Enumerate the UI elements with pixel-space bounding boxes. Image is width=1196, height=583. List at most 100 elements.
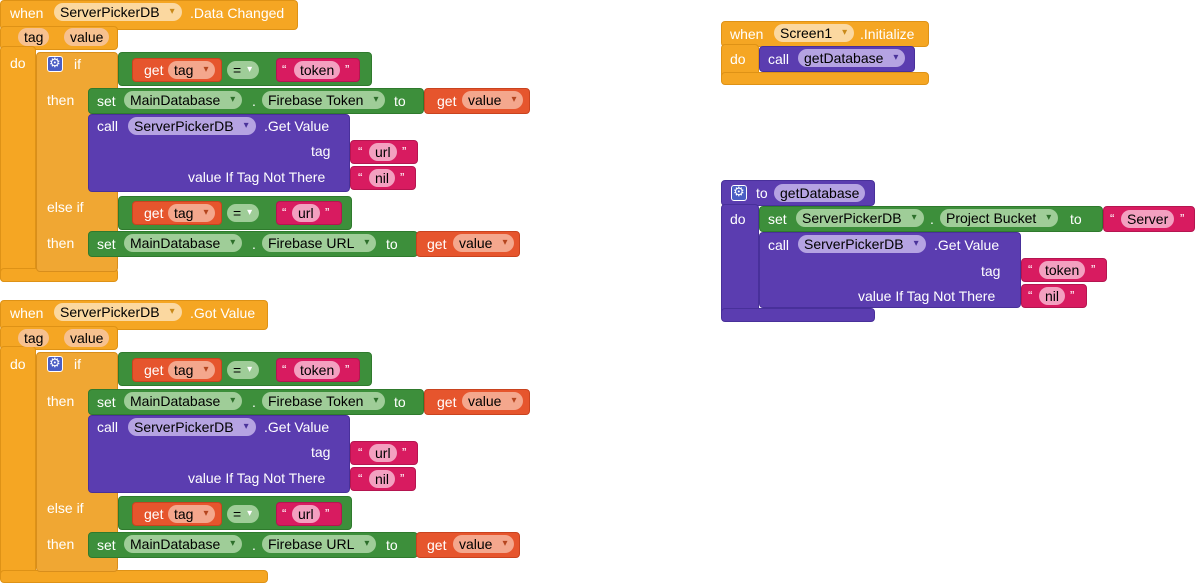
component-dropdown[interactable]: ServerPickerDB — [128, 117, 256, 135]
component-dropdown[interactable]: MainDatabase — [124, 234, 243, 252]
component-dropdown[interactable]: Screen1 — [774, 24, 855, 42]
text-value[interactable]: url — [369, 444, 397, 462]
open-quote: “ — [282, 506, 287, 521]
arg-label-default: value If Tag Not There — [188, 470, 326, 486]
component-dropdown[interactable]: ServerPickerDB — [54, 303, 182, 321]
method-name: .Get Value — [264, 118, 330, 134]
param-tag[interactable]: tag — [18, 329, 50, 347]
close-quote: ” — [1180, 211, 1185, 226]
operator-dropdown[interactable]: = — [227, 361, 260, 379]
event-do-spine — [0, 346, 36, 582]
open-quote: “ — [358, 471, 363, 486]
set-label: set — [97, 537, 116, 553]
else-if-label: else if — [47, 199, 84, 215]
variable-dropdown[interactable]: value — [462, 91, 524, 109]
param-value[interactable]: value — [64, 28, 110, 46]
set-label: set — [97, 93, 116, 109]
close-quote: ” — [345, 62, 350, 77]
text-value[interactable]: token — [1039, 261, 1086, 279]
property-dropdown[interactable]: Firebase URL — [262, 535, 377, 553]
when-label: when — [10, 5, 44, 21]
event-footer — [721, 72, 929, 85]
do-label: do — [730, 211, 746, 227]
when-label: when — [10, 305, 44, 321]
get-label: get — [427, 537, 447, 553]
event-do-spine — [0, 46, 36, 282]
arg-label-tag: tag — [311, 143, 331, 159]
get-label: get — [437, 394, 457, 410]
arg-label-tag: tag — [981, 263, 1001, 279]
if-label: if — [74, 56, 81, 72]
operator-dropdown[interactable]: = — [227, 204, 260, 222]
variable-dropdown[interactable]: tag — [168, 361, 216, 379]
to-label: to — [756, 185, 768, 201]
dot-label: . — [252, 537, 256, 553]
method-name: .Get Value — [934, 237, 1000, 253]
text-value[interactable]: nil — [369, 470, 396, 488]
text-value[interactable]: token — [294, 61, 341, 79]
variable-dropdown[interactable]: value — [453, 535, 515, 553]
to-label: to — [386, 537, 398, 553]
call-label: call — [97, 419, 119, 435]
component-dropdown[interactable]: ServerPickerDB — [54, 3, 182, 21]
property-dropdown[interactable]: Firebase URL — [262, 234, 377, 252]
property-dropdown[interactable]: Firebase Token — [262, 91, 386, 109]
arg-label-tag: tag — [311, 444, 331, 460]
text-value[interactable]: url — [369, 143, 397, 161]
variable-dropdown[interactable]: value — [462, 392, 524, 410]
text-value[interactable]: url — [292, 204, 320, 222]
do-label: do — [10, 356, 26, 372]
open-quote: “ — [358, 144, 363, 159]
procedure-do-spine — [721, 204, 759, 320]
text-value[interactable]: Server — [1121, 210, 1175, 228]
to-label: to — [394, 394, 406, 410]
open-quote: “ — [282, 62, 287, 77]
dot-label: . — [252, 236, 256, 252]
operator-dropdown[interactable]: = — [227, 61, 260, 79]
operator-dropdown[interactable]: = — [227, 505, 260, 523]
gear-icon[interactable] — [47, 55, 63, 72]
gear-icon[interactable] — [731, 184, 747, 201]
open-quote: “ — [1028, 288, 1033, 303]
component-dropdown[interactable]: ServerPickerDB — [798, 235, 926, 253]
arg-label-default: value If Tag Not There — [858, 288, 996, 304]
get-label: get — [144, 62, 164, 78]
close-quote: ” — [345, 362, 350, 377]
component-dropdown[interactable]: ServerPickerDB — [128, 418, 256, 436]
open-quote: “ — [282, 362, 287, 377]
procedure-name-field[interactable]: getDatabase — [774, 184, 866, 202]
component-dropdown[interactable]: MainDatabase — [124, 392, 243, 410]
set-label: set — [97, 236, 116, 252]
gear-icon[interactable] — [47, 355, 63, 372]
property-dropdown[interactable]: Project Bucket — [940, 209, 1059, 227]
variable-dropdown[interactable]: tag — [168, 505, 216, 523]
dot-label: . — [930, 211, 934, 227]
param-tag[interactable]: tag — [18, 28, 50, 46]
set-label: set — [97, 394, 116, 410]
procedure-footer — [721, 308, 875, 322]
text-value[interactable]: token — [294, 361, 341, 379]
do-label: do — [10, 55, 26, 71]
close-quote: ” — [325, 506, 330, 521]
else-if-label: else if — [47, 500, 84, 516]
open-quote: “ — [358, 170, 363, 185]
procedure-dropdown[interactable]: getDatabase — [798, 49, 906, 67]
variable-dropdown[interactable]: tag — [168, 204, 216, 222]
event-name: .Data Changed — [190, 5, 285, 21]
component-dropdown[interactable]: ServerPickerDB — [796, 209, 924, 227]
text-value[interactable]: url — [292, 505, 320, 523]
open-quote: “ — [1110, 211, 1115, 226]
param-value[interactable]: value — [64, 329, 110, 347]
text-value[interactable]: nil — [369, 169, 396, 187]
variable-dropdown[interactable]: value — [453, 234, 515, 252]
close-quote: ” — [1091, 262, 1096, 277]
if-label: if — [74, 356, 81, 372]
property-dropdown[interactable]: Firebase Token — [262, 392, 386, 410]
set-label: set — [768, 211, 787, 227]
call-label: call — [97, 118, 119, 134]
component-dropdown[interactable]: MainDatabase — [124, 535, 243, 553]
variable-dropdown[interactable]: tag — [168, 61, 216, 79]
component-dropdown[interactable]: MainDatabase — [124, 91, 243, 109]
text-value[interactable]: nil — [1039, 287, 1066, 305]
